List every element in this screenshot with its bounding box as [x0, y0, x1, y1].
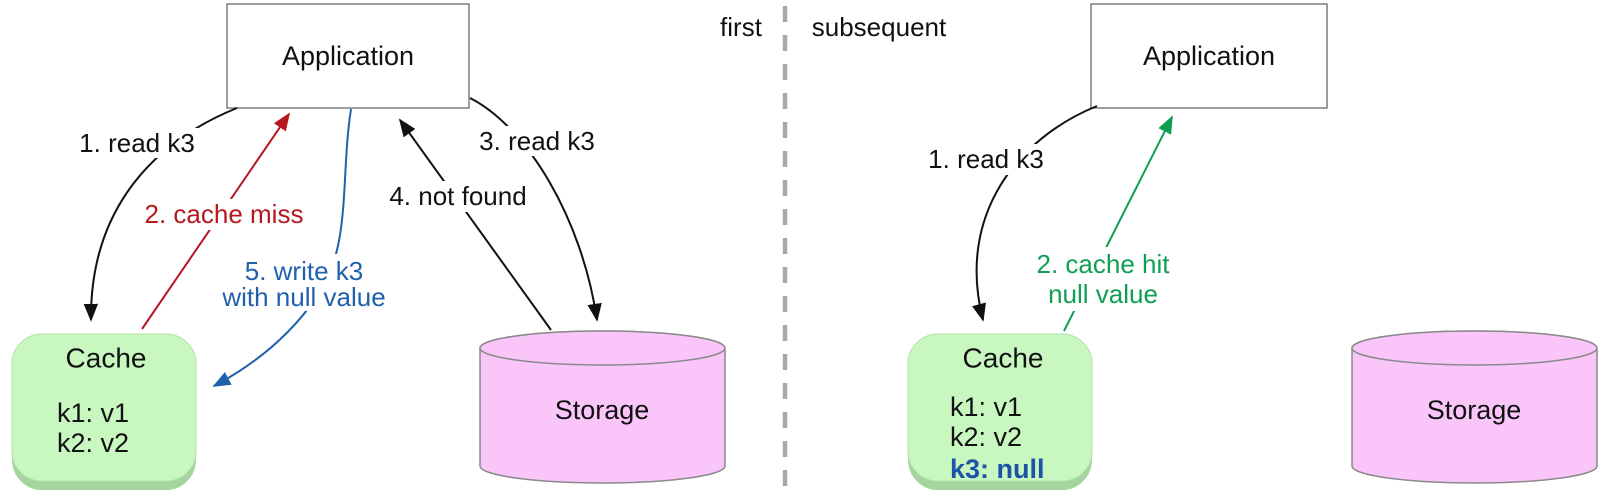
label-cache-hit-line1: 2. cache hit [1037, 249, 1171, 279]
label-read-cache-subsequent: 1. read k3 [928, 144, 1044, 174]
divider-label-first: first [720, 12, 763, 42]
arrow-read-storage [469, 97, 602, 322]
cache-box-subsequent [907, 333, 1093, 482]
storage-label-first: Storage [555, 395, 650, 425]
label-not-found: 4. not found [389, 181, 526, 211]
application-box-subsequent [1090, 3, 1328, 109]
cache-entry-k2-first: k2: v2 [57, 428, 129, 458]
cache-entry-k3-null: k3: null [950, 454, 1045, 484]
label-write-line2: with null value [221, 282, 385, 312]
cache-entry-k1-subsequent: k1: v1 [950, 392, 1022, 422]
arrow-read-cache-first [83, 107, 238, 322]
application-label-subsequent: Application [1143, 41, 1275, 71]
arrow-write-null [212, 108, 352, 387]
label-read-storage: 3. read k3 [479, 126, 595, 156]
divider-label-subsequent: subsequent [812, 12, 947, 42]
label-bg [473, 126, 603, 156]
label-write-line1: 5. write k3 [245, 256, 364, 286]
cache-entry-k1-first: k1: v1 [57, 398, 129, 428]
storage-cylinder-top-subsequent [1351, 330, 1598, 366]
cache-box-first [11, 333, 197, 482]
application-label-first: Application [282, 41, 414, 71]
storage-label-subsequent: Storage [1427, 395, 1522, 425]
label-bg [381, 181, 537, 212]
cache-title-subsequent: Cache [963, 343, 1044, 374]
label-cache-miss: 2. cache miss [145, 199, 304, 229]
label-bg [924, 144, 1050, 175]
label-bg [1028, 247, 1180, 311]
storage-cylinder-top-first [479, 330, 726, 366]
application-box-first [226, 3, 470, 109]
label-bg [127, 199, 322, 230]
label-read-cache-first: 1. read k3 [79, 128, 195, 158]
arrow-not-found [398, 118, 552, 331]
arrow-read-cache-subsequent [972, 105, 1098, 322]
label-cache-hit-line2: null value [1048, 279, 1158, 309]
cache-entry-k2-subsequent: k2: v2 [950, 422, 1022, 452]
label-bg [76, 128, 200, 158]
cache-title-first: Cache [66, 343, 147, 374]
label-bg [231, 254, 381, 311]
